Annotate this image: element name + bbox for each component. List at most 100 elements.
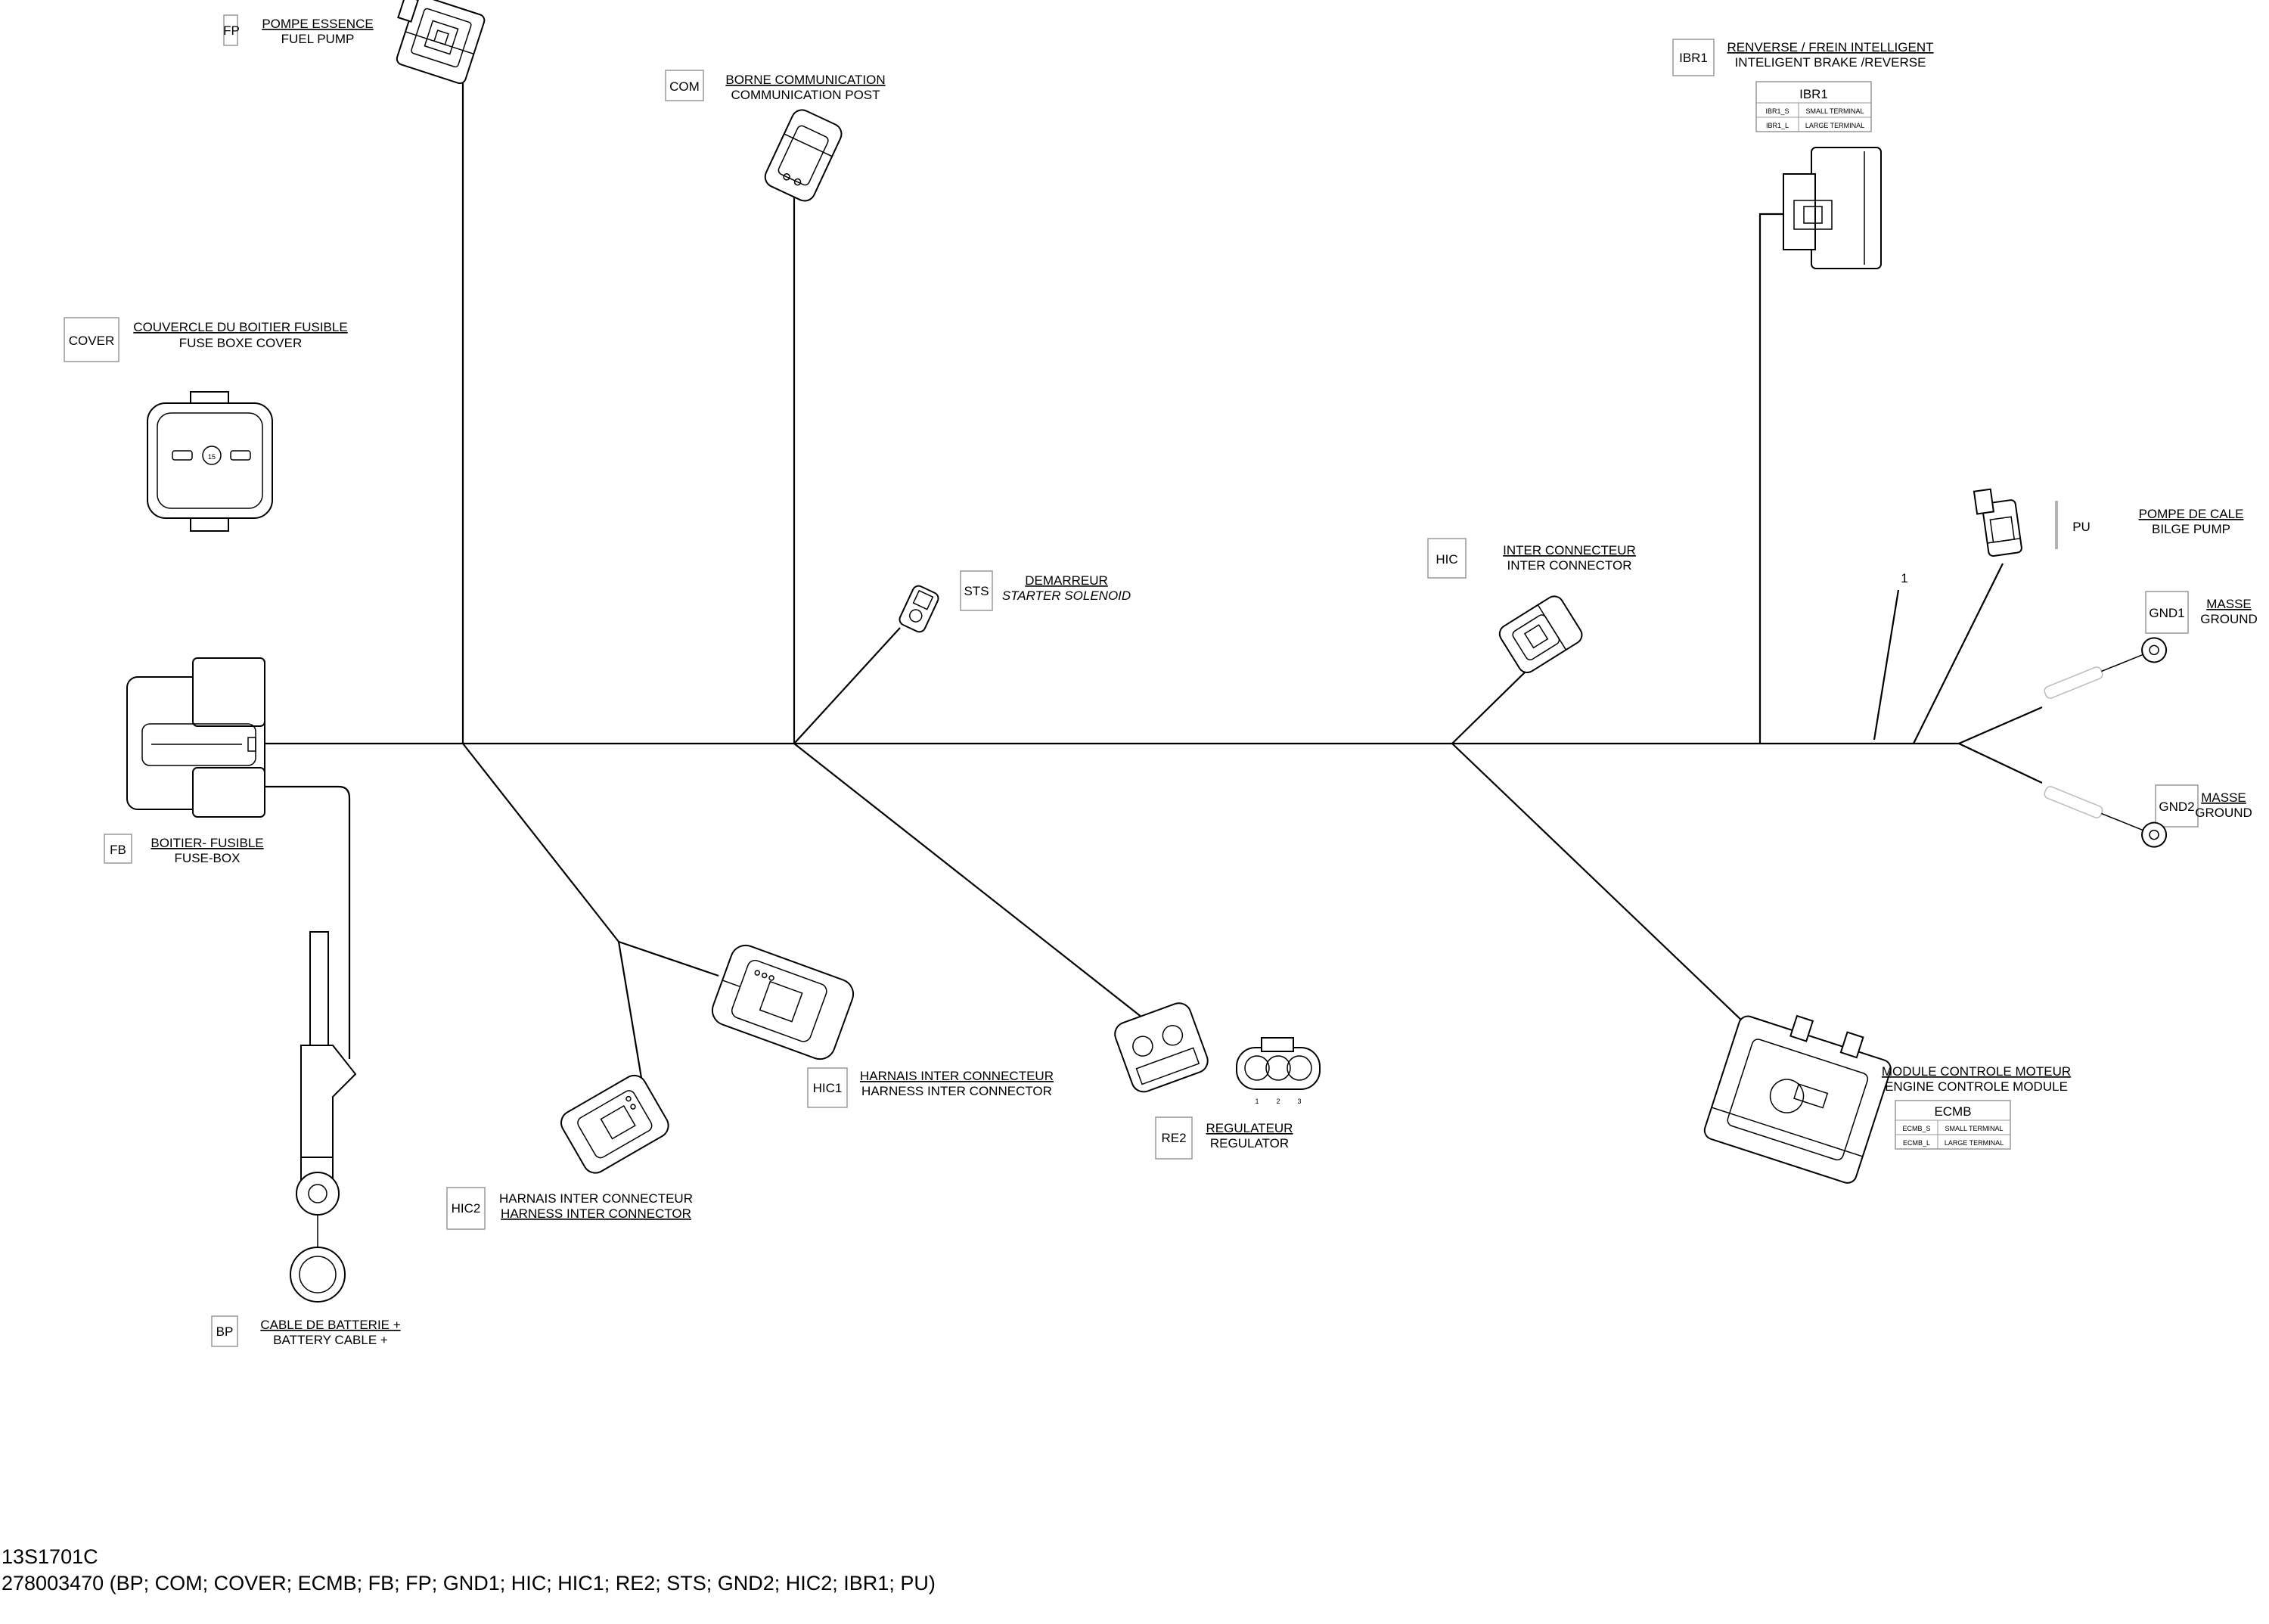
wire-to-starter xyxy=(793,627,901,744)
code-box-re2 xyxy=(1155,1116,1193,1160)
code-box-ibr1 xyxy=(1672,39,1715,76)
code-fb: FB xyxy=(110,843,126,857)
label-en-cover: FUSE BOXE COVER xyxy=(179,336,302,350)
ecmb-row1-code: ECMB_S xyxy=(1902,1125,1930,1132)
label-fr-com: BORNE COMMUNICATION xyxy=(725,73,885,87)
wire-to-inter-connector xyxy=(1451,669,1529,744)
code-gnd1: GND1 xyxy=(2149,606,2184,620)
regulator-pin-1: 1 xyxy=(1255,1098,1259,1105)
code-box-bp xyxy=(211,1315,238,1347)
code-re2: RE2 xyxy=(1161,1131,1186,1145)
wire-callout-1 xyxy=(1873,589,1900,741)
label-en-fp: FUEL PUMP xyxy=(281,32,355,46)
code-ibr1: IBR1 xyxy=(1679,51,1708,65)
code-box-hic xyxy=(1427,538,1467,579)
harness-wires xyxy=(265,83,2043,1079)
label-en-gnd2: GROUND xyxy=(2195,806,2252,820)
label-fr-hic2: HARNAIS INTER CONNECTEUR xyxy=(499,1191,693,1206)
ground-2-terminal: GND2 MASSE GROUND xyxy=(2044,784,2252,848)
label-fr-fb: BOITIER- FUSIBLE xyxy=(151,836,263,850)
part-number-line: 278003470 (BP; COM; COVER; ECMB; FB; FP;… xyxy=(2,1572,936,1595)
label-fr-hic: INTER CONNECTEUR xyxy=(1503,543,1636,557)
label-fr-re2: REGULATEUR xyxy=(1206,1121,1293,1135)
ibr1-row2-desc: LARGE TERMINAL xyxy=(1805,122,1864,129)
harness-inter-connector-2: HIC2 HARNAIS INTER CONNECTEUR HARNESS IN… xyxy=(446,1074,693,1230)
code-hic1: HIC1 xyxy=(813,1081,843,1095)
starter-solenoid-connector: STS DEMARREUR STARTER SOLENOID xyxy=(899,570,1131,633)
code-box-cover xyxy=(64,317,120,362)
wire-to-hic2 xyxy=(617,941,643,1079)
ibr1-table-title: IBR1 xyxy=(1799,87,1828,101)
code-hic2: HIC2 xyxy=(452,1201,481,1216)
code-box-gnd1 xyxy=(2145,591,2189,634)
communication-post-connector: COM BORNE COMMUNICATION COMMUNICATION PO… xyxy=(665,70,886,202)
label-en-bp: BATTERY CABLE + xyxy=(273,1333,388,1347)
wire-to-ground-2 xyxy=(1958,743,2043,784)
label-en-pu: BILGE PUMP xyxy=(2152,522,2230,536)
regulator-pin-3: 3 xyxy=(1297,1098,1301,1105)
fuse-box-cover: COVER COUVERCLE DU BOITIER FUSIBLE FUSE … xyxy=(64,317,348,532)
fuse-box: FB BOITIER- FUSIBLE FUSE-BOX xyxy=(104,657,265,865)
code-com: COM xyxy=(669,79,700,94)
label-fr-bp: CABLE DE BATTERIE + xyxy=(260,1318,400,1332)
code-box-sts xyxy=(960,570,993,611)
ecmb-row2-desc: LARGE TERMINAL xyxy=(1945,1139,2004,1147)
engine-control-module-connector: MODULE CONTROLE MOTEUR ENGINE CONTROLE M… xyxy=(1703,1014,2071,1184)
wire-to-bilge-pump xyxy=(1913,563,2004,744)
ibr1-row2-code: IBR1_L xyxy=(1766,122,1789,129)
code-sts: STS xyxy=(964,584,989,598)
label-en-sts: STARTER SOLENOID xyxy=(1002,588,1131,603)
battery-cable: BP CABLE DE BATTERIE + BATTERY CABLE + xyxy=(211,931,401,1347)
label-en-ecmb: ENGINE CONTROLE MODULE xyxy=(1885,1079,2068,1094)
label-en-hic1: HARNESS INTER CONNECTOR xyxy=(861,1084,1052,1098)
wire-to-ground-1 xyxy=(1958,706,2043,745)
code-box-pu xyxy=(2055,501,2058,549)
ecmb-terminal-table: ECMB ECMB_S SMALL TERMINAL ECMB_L LARGE … xyxy=(1895,1100,2011,1150)
label-fr-cover: COUVERCLE DU BOITIER FUSIBLE xyxy=(133,320,347,334)
regulator-connector: 1 2 3 RE2 REGULATEUR REGULATOR xyxy=(1114,1002,1321,1160)
label-en-com: COMMUNICATION POST xyxy=(731,88,880,102)
ibr1-row1-code: IBR1_S xyxy=(1765,107,1789,115)
regulator-pin-2: 2 xyxy=(1276,1098,1280,1105)
wire-to-battery-cable xyxy=(265,785,351,1059)
code-fp: FP xyxy=(223,23,240,38)
ecmb-table-title: ECMB xyxy=(1934,1104,1971,1119)
label-fr-ecmb: MODULE CONTROLE MOTEUR xyxy=(1882,1064,2071,1079)
wire-to-regulator xyxy=(793,743,1143,1018)
bilge-pump-connector: PU POMPE DE CALE BILGE PUMP xyxy=(1973,488,2244,557)
label-fr-fp: POMPE ESSENCE xyxy=(262,17,373,31)
label-en-hic2: HARNESS INTER CONNECTOR xyxy=(501,1206,691,1221)
label-en-ibr1: INTELIGENT BRAKE /REVERSE xyxy=(1735,55,1926,70)
harness-inter-connector-1: HIC1 HARNAIS INTER CONNECTEUR HARNESS IN… xyxy=(711,944,1054,1108)
wire-to-hic1 xyxy=(618,940,719,977)
regulator-pinout: 1 2 3 xyxy=(1236,1037,1321,1105)
fuse-number: 15 xyxy=(208,453,216,461)
intelligent-brake-connector: IBR1 RENVERSE / FREIN INTELLIGENT INTELI… xyxy=(1672,39,1934,269)
code-gnd2: GND2 xyxy=(2159,800,2194,814)
code-box-gnd2 xyxy=(2155,784,2199,828)
code-pu: PU xyxy=(2072,520,2091,534)
label-fr-pu: POMPE DE CALE xyxy=(2139,507,2244,521)
inter-connector: HIC INTER CONNECTEUR INTER CONNECTOR xyxy=(1427,538,1636,673)
code-cover: COVER xyxy=(69,334,114,348)
wire-to-hic-branch xyxy=(462,743,619,942)
code-box-hic2 xyxy=(446,1187,486,1230)
label-fr-ibr1: RENVERSE / FREIN INTELLIGENT xyxy=(1727,40,1934,54)
label-fr-gnd2: MASSE xyxy=(2201,790,2246,805)
fuel-pump-connector: FP POMPE ESSENCE FUEL PUMP xyxy=(223,0,486,85)
ecmb-row1-desc: SMALL TERMINAL xyxy=(1945,1125,2003,1132)
ground-1-terminal: GND1 MASSE GROUND xyxy=(2044,591,2258,699)
code-box-fp xyxy=(223,14,238,46)
label-en-hic: INTER CONNECTOR xyxy=(1507,558,1632,573)
code-box-hic1 xyxy=(807,1067,848,1108)
wire-to-ecm xyxy=(1451,743,1763,1041)
code-box-fb xyxy=(104,834,132,864)
callout-number: 1 xyxy=(1901,571,1907,585)
drawing-id: 13S1701C xyxy=(2,1545,98,1568)
label-fr-hic1: HARNAIS INTER CONNECTEUR xyxy=(860,1069,1054,1083)
label-en-fb: FUSE-BOX xyxy=(175,851,241,865)
label-en-gnd1: GROUND xyxy=(2200,612,2258,626)
label-en-re2: REGULATOR xyxy=(1210,1136,1289,1150)
